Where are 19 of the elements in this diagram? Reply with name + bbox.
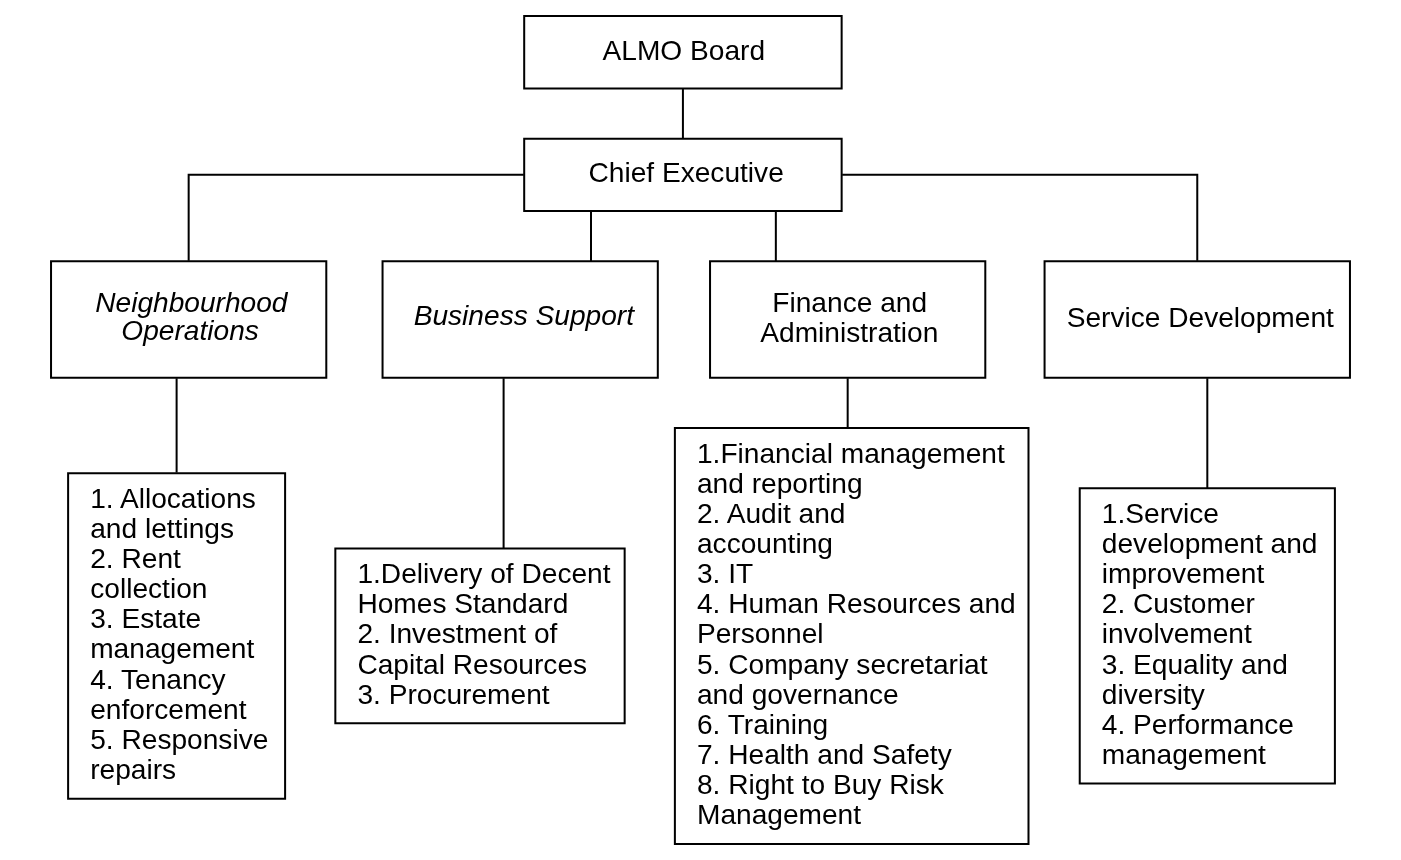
node-box: 1.Service development and improvement 2. Customer involvement 3. Equality and diversity 4. Performance management <box>1078 487 1336 785</box>
connector <box>187 173 524 261</box>
node-box: 1. Allocations and lettings 2. Rent collection 3. Estate management 4. Tenancy enforcement 5. Responsive repairs <box>67 472 287 800</box>
node-box: Chief Executive <box>523 137 843 212</box>
node-box: Service Development <box>1043 260 1351 379</box>
connector <box>846 378 849 428</box>
connector <box>502 378 505 549</box>
node-box: 1.Delivery of Decent Homes Standard 2. Investment of Capital Resources 3. Procurement <box>334 547 626 725</box>
connector <box>774 211 777 262</box>
connector <box>1206 378 1209 488</box>
connector <box>175 378 178 473</box>
node-box: ALMO Board <box>523 15 843 90</box>
node-box: Neighbourhood Operations <box>50 260 328 379</box>
connector <box>842 173 1199 261</box>
connector <box>681 89 684 139</box>
node-box: 1.Financial management and reporting 2. Audit and accounting 3. IT 4. Human Resources and Personnel 5. Company secretariat and governance 6. Training 7. Health and Safety 8. Right to Buy Risk Management <box>673 427 1030 845</box>
node-box: Business Support <box>381 260 659 379</box>
node-box: Finance and Administration <box>709 260 987 379</box>
connector <box>590 211 592 262</box>
